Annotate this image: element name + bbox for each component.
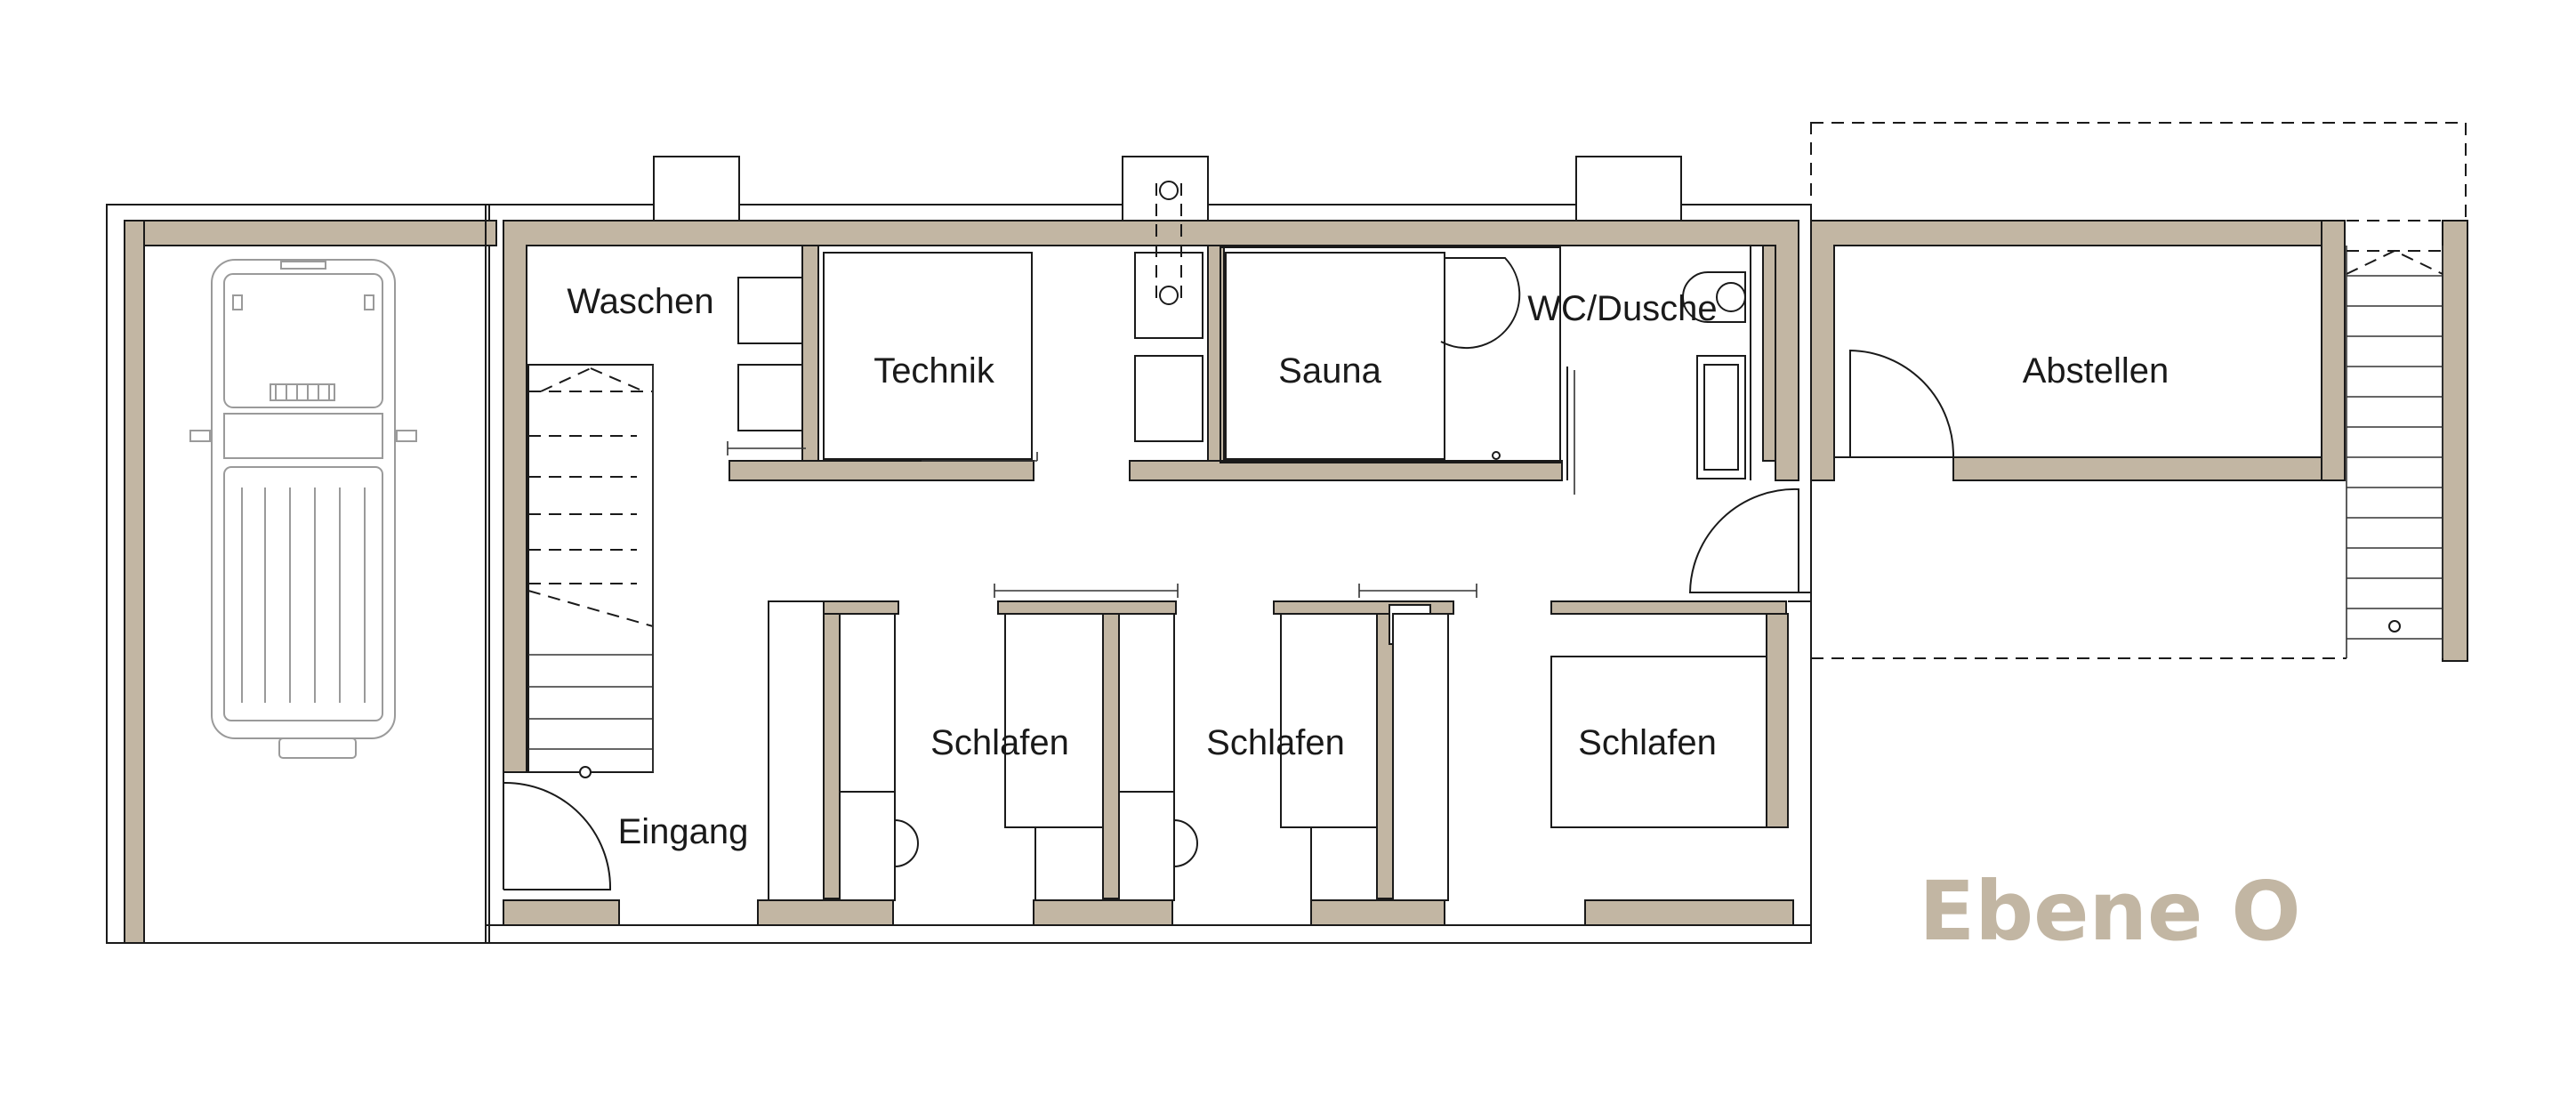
hall-doors	[503, 487, 1812, 890]
room-label-eingang: Eingang	[618, 812, 749, 851]
room-label-schlafen-1: Schlafen	[930, 723, 1069, 762]
bedroom-3	[1392, 600, 1811, 901]
garage-wall-top	[124, 220, 497, 246]
shaft-fixtures	[1134, 181, 1203, 442]
shaft-3	[1575, 156, 1682, 223]
wc-dusche-room	[1682, 246, 1751, 480]
room-label-waschen: Waschen	[567, 282, 713, 321]
waschen-fixtures	[727, 277, 806, 455]
bedroom-1	[768, 584, 1179, 901]
room-label-schlafen-2: Schlafen	[1206, 723, 1345, 762]
technik-room	[823, 252, 1038, 462]
level-label: Ebene O	[1919, 864, 2300, 959]
walls	[486, 220, 2468, 926]
sauna-room	[1220, 246, 1575, 495]
shaft-1	[653, 156, 740, 223]
house-outline	[485, 156, 1812, 944]
garage-outline	[106, 204, 490, 944]
room-label-schlafen-3: Schlafen	[1578, 723, 1717, 762]
stairs-right	[2346, 246, 2443, 658]
car-icon	[189, 259, 417, 759]
room-label-technik: Technik	[873, 351, 995, 391]
garage	[106, 204, 497, 944]
abstellen-room	[1810, 122, 2467, 659]
room-label-abstellen: Abstellen	[2023, 351, 2169, 391]
room-label-wc-dusche: WC/Dusche	[1527, 289, 1717, 328]
room-label-sauna: Sauna	[1278, 351, 1381, 391]
stairs-left	[527, 364, 654, 778]
garage-wall-left	[124, 220, 145, 944]
